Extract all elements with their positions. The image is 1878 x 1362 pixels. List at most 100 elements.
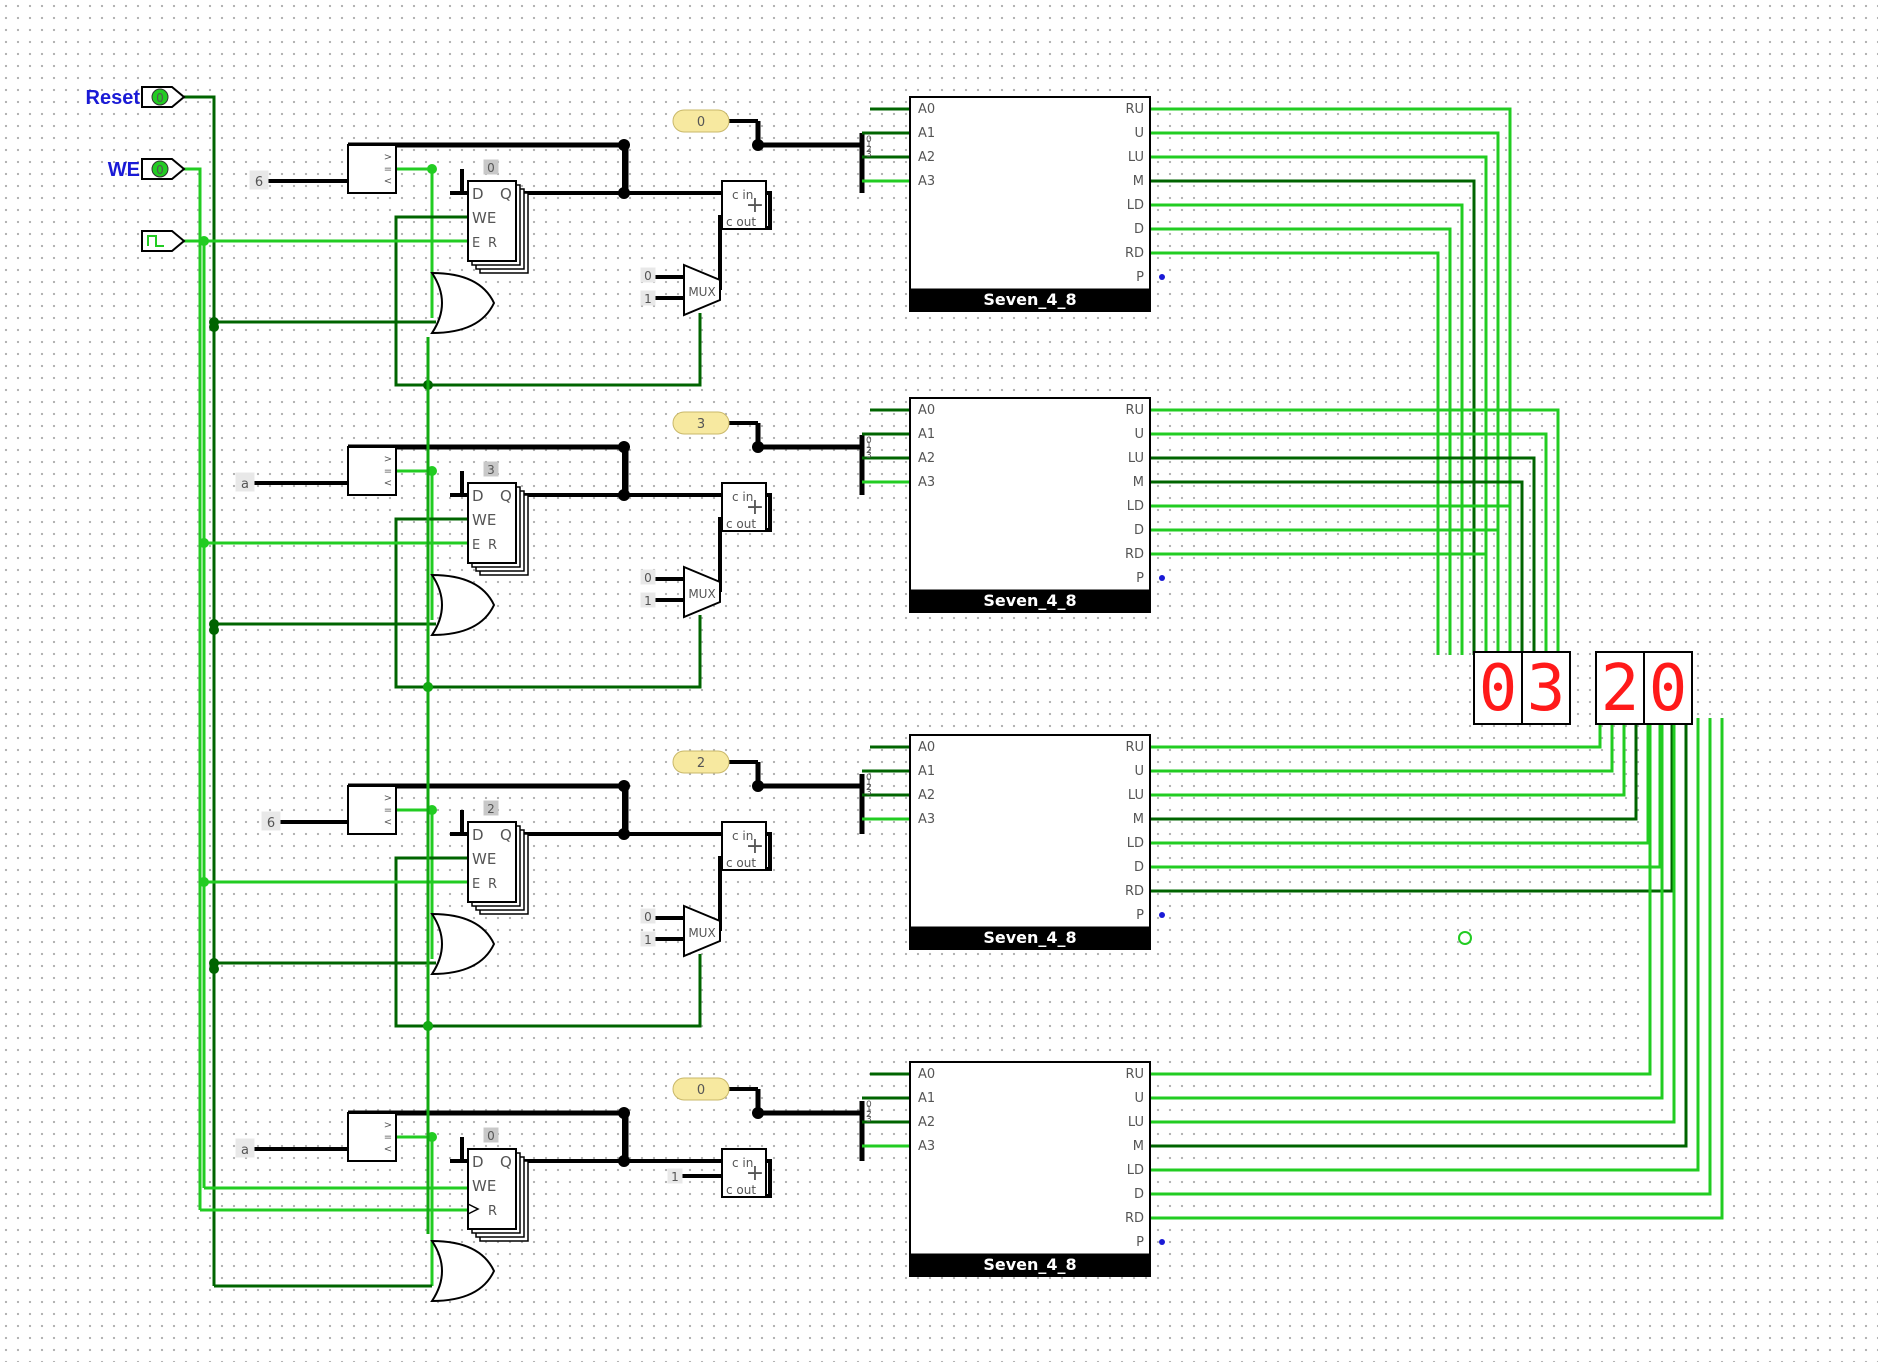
adder-cin: c in — [732, 829, 753, 843]
display-digit: 0 — [1649, 652, 1688, 726]
reset-pin[interactable]: 0 — [141, 86, 186, 108]
cmp-const-box — [235, 472, 255, 492]
decoder-input-3: A3 — [918, 1139, 935, 1154]
reg-q: Q — [500, 826, 512, 844]
decoder-input-2: A2 — [918, 1115, 935, 1130]
junction — [199, 877, 209, 887]
decoder-output-1: U — [1134, 1091, 1144, 1106]
seven-segment-2: 2 — [1595, 651, 1645, 726]
probe — [1458, 931, 1472, 945]
decoder-output-7: P — [1136, 908, 1144, 923]
decoder-output-4: LD — [1127, 1163, 1144, 1178]
junction — [209, 958, 219, 968]
reg-we: WE — [472, 209, 496, 227]
mux-sel-loop — [394, 215, 702, 387]
segment-wire — [1150, 528, 1500, 655]
decoder-body — [909, 397, 1151, 613]
display-digit: 0 — [1479, 652, 1518, 726]
mux-sel-loop — [394, 856, 702, 1028]
reset-line — [184, 95, 216, 1286]
mux-const0-box — [640, 569, 656, 585]
cmp-lt: < — [384, 478, 392, 489]
reg-value: 3 — [487, 463, 495, 477]
reg-value: 2 — [487, 802, 495, 816]
decoder-output-6: RD — [1125, 547, 1144, 562]
decoder-input-0: A0 — [918, 102, 935, 117]
adder-2 — [721, 821, 767, 871]
decoder-output-1: U — [1134, 126, 1144, 141]
decoder-output-2: LU — [1128, 1115, 1144, 1130]
junction — [618, 441, 630, 453]
or-gate-1 — [430, 573, 496, 637]
segment-wire — [1150, 718, 1602, 749]
mux-const1-box — [640, 931, 656, 947]
cmp-lt: < — [384, 176, 392, 187]
comparator-1 — [347, 446, 397, 496]
decoder-output-3: M — [1133, 174, 1144, 189]
decoder-body — [909, 734, 1151, 950]
segment-wire — [1150, 251, 1440, 655]
decoder-input-2: A2 — [918, 451, 935, 466]
split-bit-2: 2 — [866, 1110, 872, 1120]
we-pin[interactable]: 0 — [141, 158, 186, 180]
clock-pin[interactable] — [141, 230, 186, 252]
decoder-output-2: LU — [1128, 451, 1144, 466]
constant-value: 0 — [697, 115, 705, 130]
seven-segment-1: 3 — [1521, 651, 1571, 726]
decoder-title-bar — [909, 1253, 1151, 1277]
segment-wire — [1150, 718, 1626, 797]
segment-wire — [1150, 718, 1614, 773]
decoder-output-2: LU — [1128, 150, 1144, 165]
reg-d: D — [472, 826, 484, 844]
segment-wire — [1150, 718, 1638, 821]
reg-r: R — [488, 538, 497, 553]
segment-wire — [1150, 718, 1712, 1196]
decoder-output-3: M — [1133, 475, 1144, 490]
segment-wire — [1150, 480, 1524, 655]
adder-cout: c out — [726, 1183, 756, 1197]
segment-wire — [1150, 408, 1560, 655]
segment-wire — [1150, 432, 1548, 655]
constant-value: 0 — [697, 1083, 705, 1098]
comparator-0 — [347, 144, 397, 194]
decoder-title-bar — [909, 589, 1151, 613]
decoder-output-1: U — [1134, 427, 1144, 442]
reg-d: D — [472, 185, 484, 203]
adder-cin: c in — [732, 490, 753, 504]
constant-3: 0 — [672, 1077, 730, 1101]
decoder-output-5: D — [1134, 523, 1144, 538]
we-pin-state — [151, 160, 169, 178]
mux-label: MUX — [688, 587, 715, 601]
adder-cout: c out — [726, 517, 756, 531]
we-pin-value: 0 — [156, 163, 164, 177]
mux-label: MUX — [688, 285, 715, 299]
segment-wire — [1150, 504, 1512, 655]
split-bit-1: 1 — [866, 778, 872, 788]
cmp-gt: > — [384, 793, 392, 804]
junction — [423, 1021, 433, 1031]
decoder-title: Seven_4_8 — [983, 1255, 1076, 1274]
segment-wire — [1150, 227, 1452, 655]
decoder-output-1: U — [1134, 764, 1144, 779]
mux-const1-box — [640, 290, 656, 306]
segment-wire — [1150, 718, 1664, 1100]
const-bus — [755, 1089, 862, 1116]
mux-label: MUX — [688, 926, 715, 940]
display-body — [1521, 651, 1571, 725]
cmp-const-box — [261, 811, 281, 831]
split-bit-3: 3 — [866, 788, 872, 798]
we-pin-label: WE — [108, 159, 140, 181]
constant-1: 3 — [672, 411, 730, 435]
segment-wire — [1150, 155, 1488, 655]
decoder-output-6: RD — [1125, 246, 1144, 261]
mux-const0: 0 — [644, 269, 652, 283]
decoder-output-0: RU — [1125, 740, 1144, 755]
segment-wire — [1150, 552, 1488, 655]
decoder-output-0: RU — [1125, 403, 1144, 418]
clock-triangle — [467, 1203, 480, 1215]
mux-const0-box — [640, 908, 656, 924]
mux-const1: 1 — [644, 292, 652, 306]
decoder-output-2: LU — [1128, 788, 1144, 803]
adder-plus: + — [746, 193, 764, 218]
